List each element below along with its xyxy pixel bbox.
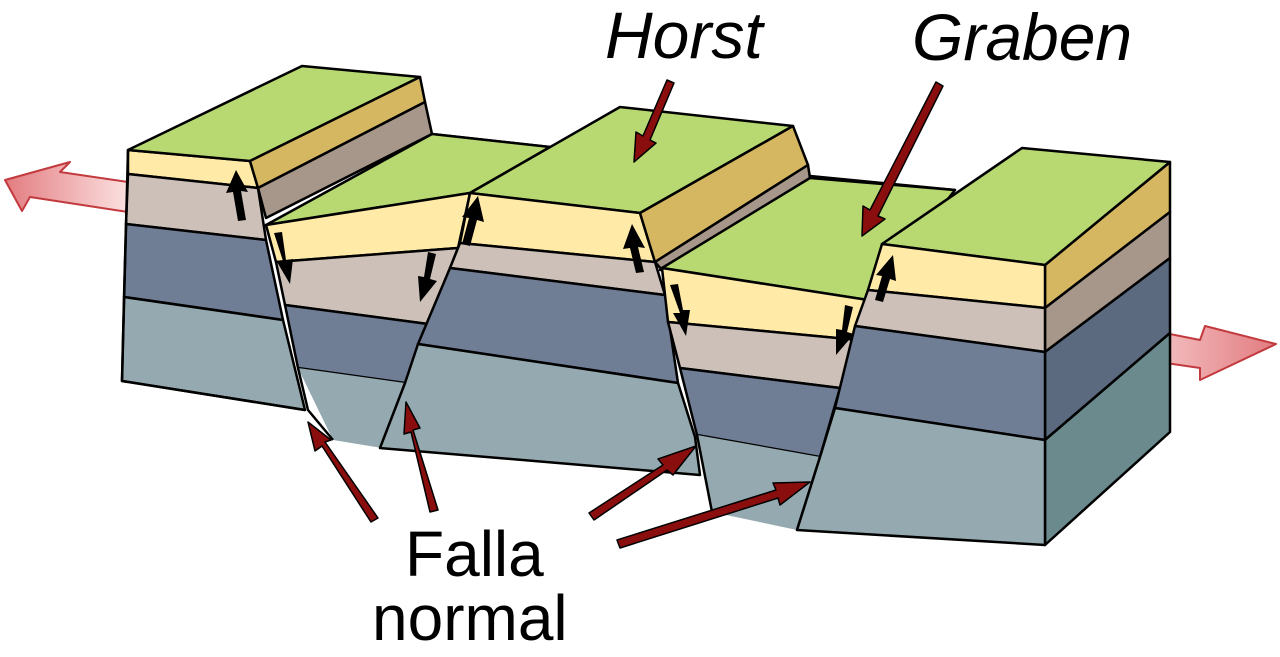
fault-motion-arrows xyxy=(226,170,896,355)
graben-pointer-arrow xyxy=(861,81,944,237)
fault-pointer-arrow-2 xyxy=(403,401,439,513)
horst-label: Horst xyxy=(605,0,763,72)
motion-arrow-down-4 xyxy=(836,305,854,355)
motion-arrow-down-2 xyxy=(418,252,437,302)
graben2-front-teal-edge xyxy=(695,434,714,513)
horst-front-teal xyxy=(378,342,702,477)
front-face-outline xyxy=(120,149,306,412)
left-extension-arrow xyxy=(4,161,129,213)
motion-arrow-down-1 xyxy=(274,232,293,284)
right-block-front-teal xyxy=(795,406,1047,547)
pointer-arrows xyxy=(307,79,944,549)
horst-pointer-arrow xyxy=(633,79,675,163)
fault-label-line1: Falla xyxy=(405,518,544,590)
fault-pointer-arrow-3 xyxy=(588,445,697,521)
motion-arrow-up-4 xyxy=(875,255,896,302)
graben1-front-teal-edge xyxy=(296,367,334,441)
motion-arrow-down-3 xyxy=(670,284,690,336)
fault-pointer-arrow-4 xyxy=(616,481,811,549)
graben-label: Graben xyxy=(912,0,1133,74)
motion-arrow-up-3 xyxy=(623,224,645,273)
fault-pointer-arrow-1 xyxy=(307,421,379,523)
graben1-front-teal xyxy=(298,368,405,448)
motion-arrow-up-1 xyxy=(226,170,248,221)
motion-arrow-up-2 xyxy=(462,196,484,246)
fault-label-line2: normal xyxy=(372,582,568,654)
